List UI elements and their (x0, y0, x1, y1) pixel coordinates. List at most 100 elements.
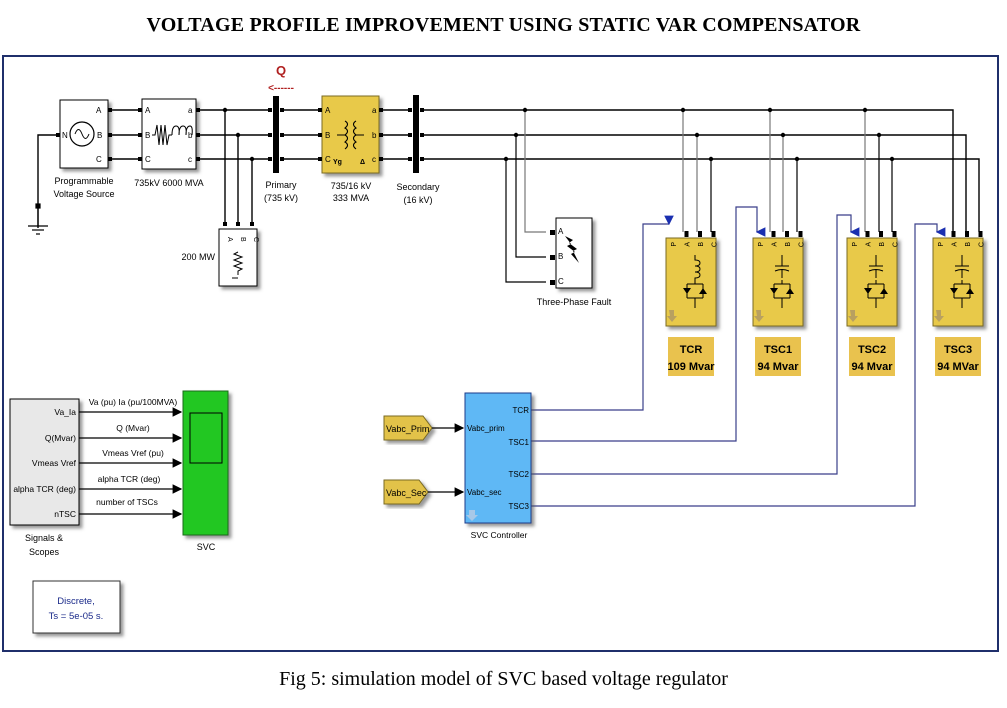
port-connector (879, 231, 883, 237)
port-connector (711, 231, 716, 237)
port-label-a-out: a (188, 106, 193, 115)
lightning-icon (565, 236, 579, 263)
model-frame (2, 55, 999, 652)
capacitor-icon (954, 255, 970, 278)
mask-arrow-icon (848, 310, 858, 322)
port-label-a: A (226, 237, 233, 242)
port-label: A (772, 242, 779, 247)
port-connector (951, 231, 956, 237)
signals-scopes-block[interactable]: Va_Ia Q(Mvar) Vmeas Vref alpha TCR (deg)… (9, 398, 80, 557)
controller-output-label: TSC1 (509, 438, 530, 447)
signal-wire-labels: Va (pu) Ia (pu/100MVA) Q (Mvar) Vmeas Vr… (89, 397, 178, 507)
transformer-block[interactable]: A B C a b c Yg Δ 735/16 kV 333 MVA (318, 95, 383, 203)
controller-input-label: Vabc_sec (467, 488, 502, 497)
signal-wires (79, 407, 183, 519)
resistor-icon (152, 124, 172, 146)
port-label: B (879, 242, 886, 247)
port-label: B (698, 242, 705, 247)
svc-scope-block[interactable]: SVC (182, 390, 229, 552)
port-label-b: B (145, 131, 150, 140)
port-label-c-out: c (188, 155, 192, 164)
line-impedance-block[interactable]: A B C a b c 735kV 6000 MVA (134, 98, 204, 188)
figure-caption: Fig 5: simulation model of SVC based vol… (279, 668, 728, 690)
port-label-a: A (96, 106, 102, 115)
three-phase-fault-block[interactable]: A B C Three-Phase Fault (537, 217, 612, 307)
line-impedance-label: 735kV 6000 MVA (134, 178, 203, 188)
branch-taps (505, 110, 893, 283)
port-label: B (785, 242, 792, 247)
mask-arrow-icon (934, 310, 944, 322)
branch-name: TSC3 (944, 344, 972, 356)
port-label: P (852, 242, 859, 247)
signals-label: Signals & (25, 533, 63, 543)
programmable-voltage-source[interactable]: N A B C Programmable Voltage Source (53, 99, 115, 199)
controller-output-label: TSC3 (509, 502, 530, 511)
capacitor-icon (868, 255, 884, 278)
branch-body (665, 237, 717, 327)
port-label: C (799, 242, 806, 247)
branch-body (846, 237, 898, 327)
goto-tag-label: Vabc_Prim (386, 424, 429, 434)
junction-dots (222, 107, 895, 162)
branch-rating: 109 Mvar (667, 361, 715, 373)
q-arrow-icon: <------ (268, 83, 294, 94)
powergui-mode: Discrete, (57, 596, 94, 607)
powergui-block[interactable]: Discrete, Ts = 5e-05 s. (32, 580, 121, 634)
port-connector (798, 231, 803, 237)
port-label-b: B (239, 237, 246, 242)
load-block[interactable]: A B C 200 MW (181, 222, 259, 287)
power-wires (37, 109, 980, 232)
secondary-bus-voltage: (16 kV) (403, 195, 432, 205)
port-label-b: B (325, 131, 330, 140)
port-label: A (952, 242, 959, 247)
mask-arrow-icon (466, 510, 478, 521)
transformer-rating: 333 MVA (333, 193, 369, 203)
signal-output-label: Va_Ia (54, 407, 76, 417)
inductor-icon (171, 125, 193, 136)
port-label-c: C (558, 277, 564, 286)
mask-arrow-icon (667, 310, 677, 322)
branch-rating: 94 Mvar (758, 361, 800, 373)
secondary-bus[interactable]: Secondary (16 kV) (396, 95, 440, 205)
port-label: P (758, 242, 765, 247)
port-label: A (866, 242, 873, 247)
port-label-a-out: a (372, 106, 377, 115)
branch-label-bg (935, 337, 981, 376)
fault-label: Three-Phase Fault (537, 297, 612, 307)
port-label: P (671, 242, 678, 247)
wire-label: Vmeas Vref (pu) (102, 448, 164, 458)
mask-arrow-icon (754, 310, 764, 322)
goto-tag-vabc-sec[interactable]: Vabc_Sec (383, 479, 429, 505)
branch-body (932, 237, 984, 327)
winding-delta: Δ (360, 159, 365, 166)
signal-output-label: Vmeas Vref (32, 458, 77, 468)
port-connector (965, 231, 969, 237)
port-connector (785, 231, 789, 237)
goto-tag-label: Vabc_Sec (386, 488, 427, 498)
svc-scope-label: SVC (197, 542, 216, 552)
goto-tag-vabc-prim[interactable]: Vabc_Prim (383, 415, 433, 441)
port-connector (698, 231, 702, 237)
branch-label-bg (668, 337, 714, 376)
svc-controller-block[interactable]: Vabc_prim Vabc_sec TCR TSC1 TSC2 TSC3 SV… (464, 392, 532, 540)
primary-bus[interactable]: Q <------ Primary (735 kV) (264, 63, 298, 203)
transformer-label: 735/16 kV (331, 181, 372, 191)
controller-output-label: TSC2 (509, 470, 530, 479)
port-label-b: B (97, 131, 102, 140)
primary-bus-voltage: (735 kV) (264, 193, 298, 203)
port-label: C (712, 242, 719, 247)
signal-output-label: Q(Mvar) (45, 433, 76, 443)
port-label: C (979, 242, 986, 247)
controller-output-label: TCR (513, 406, 530, 415)
port-label-a: A (325, 106, 331, 115)
powergui-sample-time: Ts = 5e-05 s. (49, 611, 104, 622)
load-label: 200 MW (181, 252, 215, 262)
port-connector (978, 231, 983, 237)
branch-name: TCR (680, 344, 703, 356)
page-title: VOLTAGE PROFILE IMPROVEMENT USING STATIC… (146, 14, 861, 36)
